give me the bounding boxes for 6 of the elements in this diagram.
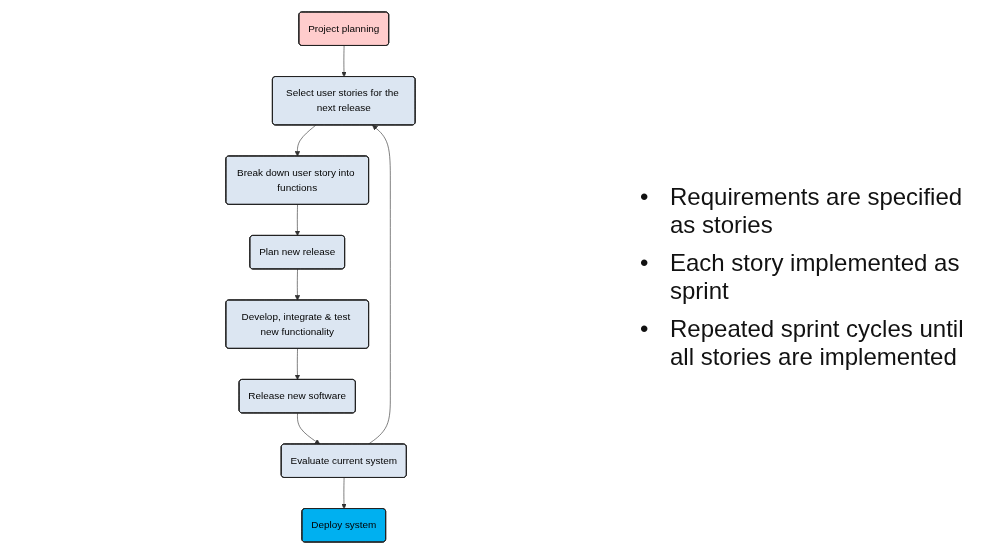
bullet-text: Each story implemented as sprint [670,248,961,305]
bullet-text: Requirements are specified as stories [670,182,964,239]
bullet-text: Repeated sprint cycles until all stories are implemented [670,314,965,371]
bullet-marker: • [640,182,650,211]
bullet-marker: • [640,248,650,277]
bullet-marker: • [640,314,650,343]
